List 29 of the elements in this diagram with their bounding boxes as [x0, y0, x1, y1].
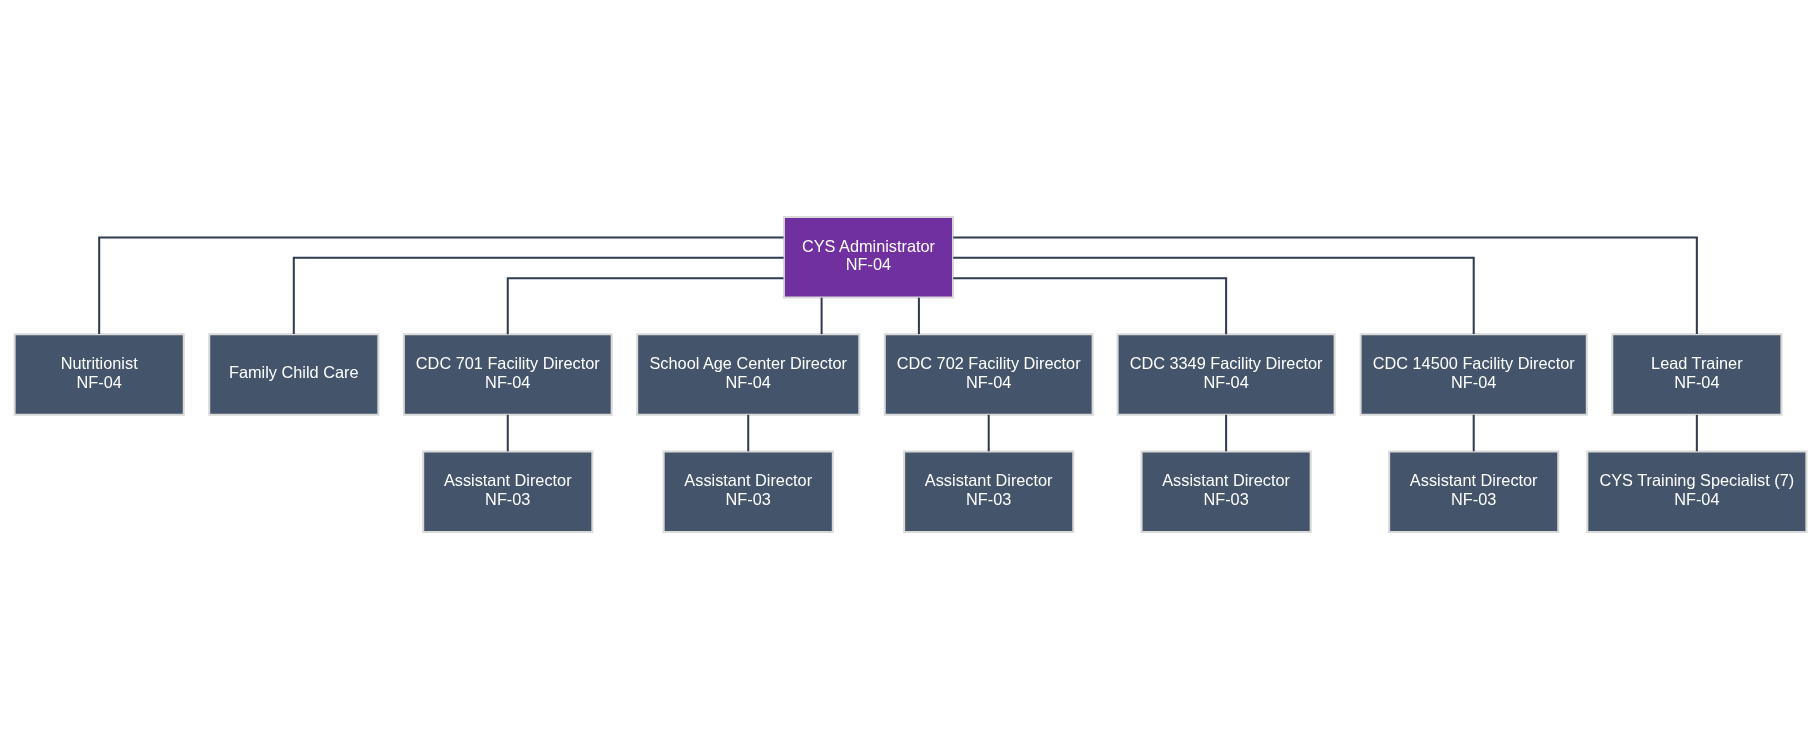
node-box: Assistant Director NF-03 [902, 450, 1074, 533]
connector [952, 236, 1698, 335]
connector [506, 277, 783, 335]
connector [952, 256, 1475, 334]
node-box: CDC 701 Facility Director NF-04 [402, 333, 613, 416]
node-box: Lead Trainer NF-04 [1610, 333, 1782, 416]
connector [746, 414, 749, 452]
node-box: Assistant Director NF-03 [421, 450, 593, 533]
node-box: Assistant Director NF-03 [1387, 450, 1559, 533]
node-box: CYS Training Specialist (7) NF-04 [1585, 450, 1807, 533]
node-box: Family Child Care [207, 333, 379, 416]
connector [1472, 414, 1475, 452]
connector [1695, 414, 1698, 452]
node-box: CYS Administrator NF-04 [782, 216, 954, 299]
connector [820, 297, 823, 335]
connector [97, 236, 784, 335]
node-box: School Age Center Director NF-04 [635, 333, 860, 416]
connector [952, 277, 1227, 335]
node-box: Nutritionist NF-04 [13, 333, 185, 416]
node-box: CDC 3349 Facility Director NF-04 [1116, 333, 1336, 416]
node-box: Assistant Director NF-03 [1140, 450, 1312, 533]
connector [292, 256, 784, 334]
connector [506, 414, 509, 452]
connector [1224, 414, 1227, 452]
node-box: CDC 702 Facility Director NF-04 [883, 333, 1094, 416]
connector [987, 414, 990, 452]
connector [917, 297, 920, 335]
node-box: Assistant Director NF-03 [662, 450, 834, 533]
node-box: CDC 14500 Facility Director NF-04 [1359, 333, 1588, 416]
